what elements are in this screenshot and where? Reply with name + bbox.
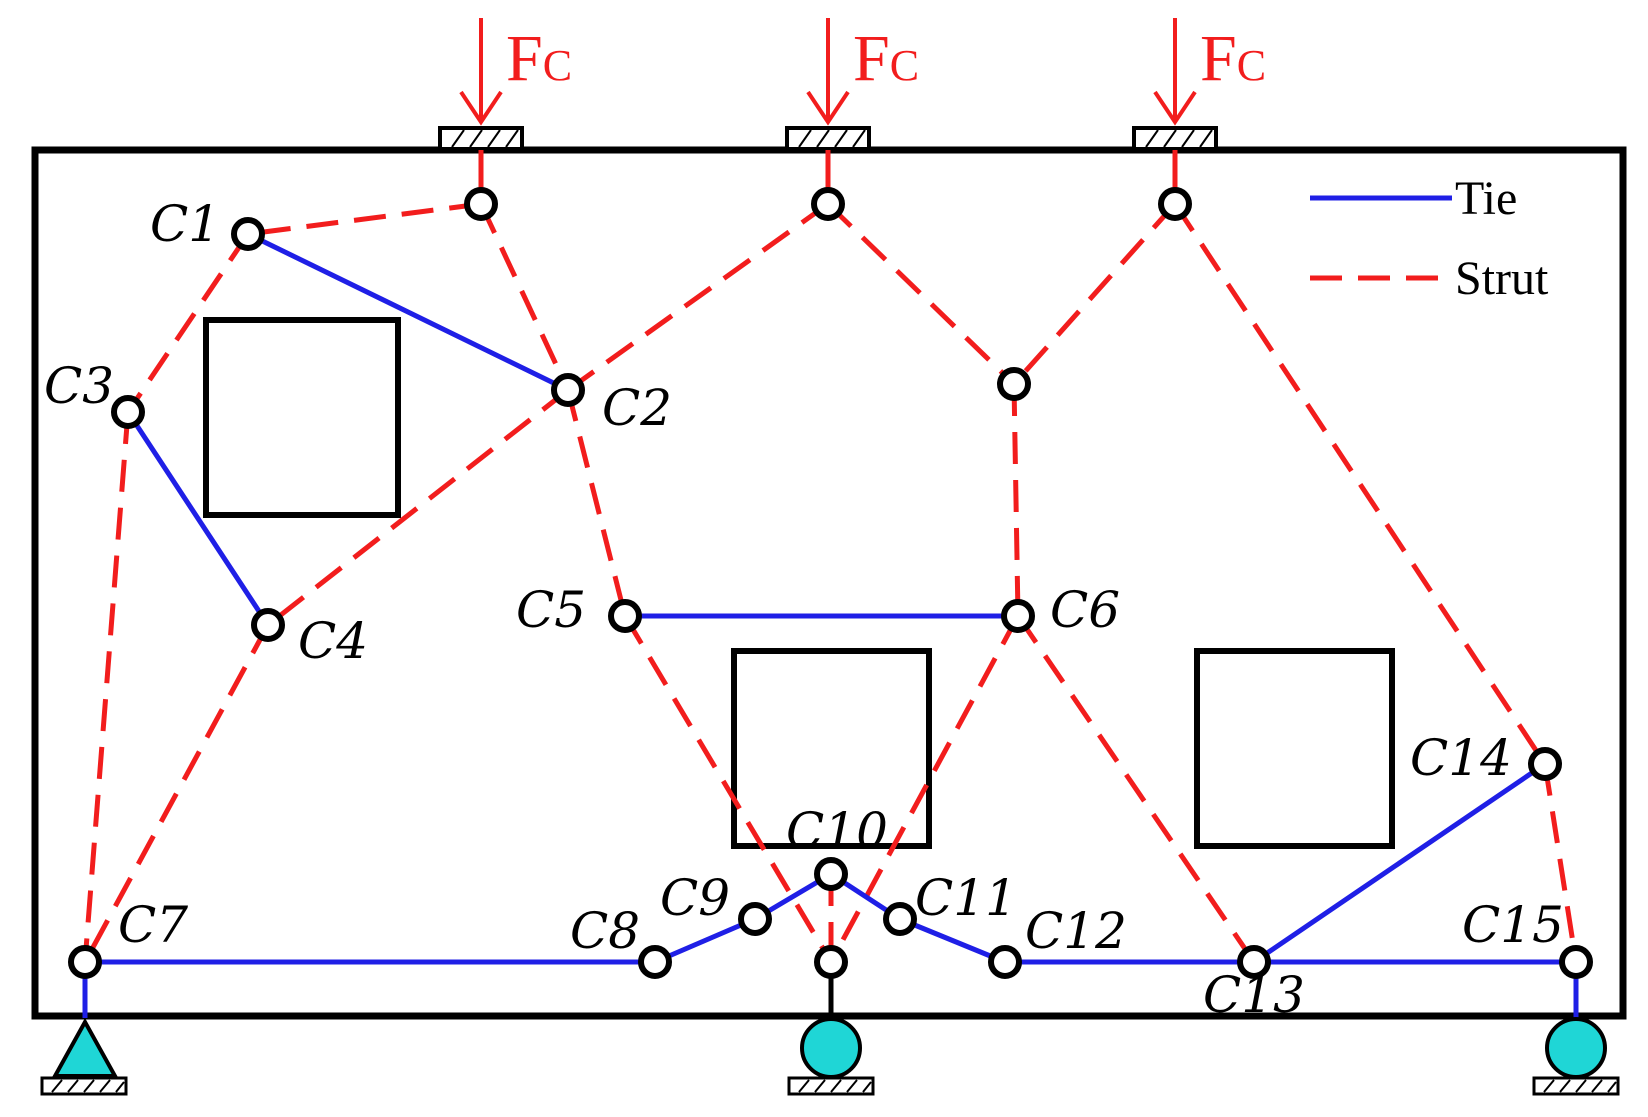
node-c8 [638,945,672,979]
node-b [814,945,848,979]
strut-c6-c13 [1015,614,1257,964]
tie-c11-c12 [899,916,1006,965]
node-label-c15: C15 [1462,896,1564,954]
load-arrow-3 [1153,18,1197,126]
tie-c3-c4 [125,410,271,627]
node-c3 [111,395,145,429]
node-c11 [883,902,917,936]
node-label-c1: C1 [150,195,220,253]
load-arrow-2 [806,18,850,126]
strut-n1-c6 [1011,383,1021,617]
loading-plate-3 [1132,126,1218,151]
strut-t1-c2 [478,202,571,392]
node-t2 [811,187,845,221]
node-label-c13: C13 [1203,966,1305,1024]
node-label-c7: C7 [118,896,188,954]
legend: Tie Strut [1310,172,1549,305]
strut-c3-c7 [82,411,131,963]
strut-c2-c4 [266,388,570,627]
strut-t3-c14 [1172,202,1548,766]
node-label-c3: C3 [44,357,114,415]
opening-2 [731,648,932,849]
load-label-2: FC [853,22,919,95]
strut-c6-b [828,614,1021,964]
legend-strut-label: Strut [1455,252,1549,305]
node-label-c8: C8 [570,902,640,960]
strut-t2-n1 [826,202,1016,386]
node-c1 [231,217,265,251]
node-c7 [68,945,102,979]
node-c14 [1528,747,1562,781]
node-t1 [464,187,498,221]
node-label-c4: C4 [298,612,368,670]
node-label-c10: C10 [786,802,888,860]
node-c4 [251,608,285,642]
strut-t1-c1 [247,201,482,237]
node-n1 [997,367,1031,401]
opening-3 [1194,648,1395,849]
node-c2 [551,373,585,407]
roller-support-right [1532,1017,1620,1096]
loading-plate-2 [785,126,871,151]
loading-plate-1 [438,126,524,151]
node-label-c9: C9 [660,869,730,927]
node-t3 [1158,187,1192,221]
node-label-c11: C11 [915,869,1017,927]
legend-tie-label: Tie [1455,172,1517,225]
node-c12 [988,945,1022,979]
node-label-c2: C2 [602,379,672,437]
node-c9 [738,902,772,936]
node-c6 [1001,599,1035,633]
roller-support-middle [787,1017,875,1096]
strut-c2-c5 [565,389,628,617]
nodes-layer [68,187,1593,979]
strut-c14-c15 [1542,763,1579,963]
strut-t3-n1 [1012,202,1177,386]
load-arrow-1 [459,18,503,126]
strut-c1-c3 [125,232,251,414]
node-c5 [608,599,642,633]
node-label-c5: C5 [516,581,586,639]
load-label-1: FC [506,22,572,95]
tie-c1-c2 [246,231,570,393]
tie-c13-c14 [1252,761,1547,965]
node-label-c14: C14 [1410,729,1512,787]
node-c15 [1559,945,1593,979]
opening-1 [203,317,401,518]
node-c10 [814,857,848,891]
node-c13 [1237,945,1271,979]
node-label-c6: C6 [1050,581,1120,639]
node-label-c12: C12 [1025,902,1127,960]
pin-support [40,1017,128,1096]
load-label-3: FC [1200,22,1266,95]
tie-c8-c9 [654,916,756,965]
strut-c5-b [622,614,834,964]
members-layer [82,201,1579,965]
strut-t2-c2 [566,201,830,393]
strut-c4-c7 [82,623,271,964]
